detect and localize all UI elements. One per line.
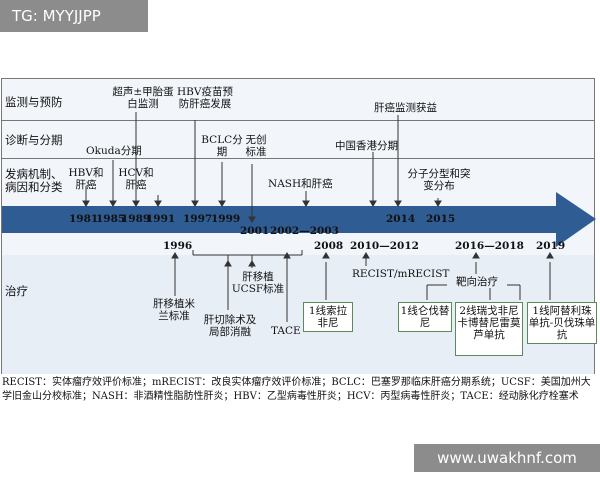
year-1996: 1996 <box>163 240 193 252</box>
event-recist: RECIST/mRECIST <box>352 268 450 280</box>
event-milan: 肝移植米兰标准 <box>153 298 195 322</box>
event-ucsf: 肝移植UCSF标准 <box>231 271 285 295</box>
year-1997: 1997 <box>183 213 213 225</box>
year-2002-2003: 2002—2003 <box>270 225 339 237</box>
event-targeted: 靶向治疗 <box>447 276 507 288</box>
year-1985: 1985 <box>96 213 126 225</box>
event-hcv-hcc: HCV和肝癌 <box>118 167 154 191</box>
event-surveillance-benefit: 肝癌监测获益 <box>374 102 437 114</box>
divider-2 <box>2 158 594 159</box>
timeline-arrow <box>2 192 596 247</box>
year-2010-2012: 2010—2012 <box>350 240 419 252</box>
event-resection-ablation: 肝切除术及局部消融 <box>203 314 257 338</box>
event-nash-hcc: NASH和肝癌 <box>268 178 333 190</box>
drug-atezo-bev: 1线阿替利珠单抗-贝伐珠单抗 <box>527 302 597 344</box>
event-hongkong: 中国香港分期 <box>335 140 398 152</box>
event-noninvasive: 无创标准 <box>245 134 267 158</box>
year-1999: 1999 <box>211 213 241 225</box>
year-1991: 1991 <box>146 213 176 225</box>
watermark-bottom: www.uwakhnf.com <box>414 444 600 472</box>
drug-second-line: 2线瑞戈非尼卡博替尼雷莫芦单抗 <box>455 302 523 356</box>
event-hbv-hcc: HBV和肝癌 <box>68 167 104 191</box>
watermark-top: TG: MYYJJPP <box>0 0 148 32</box>
year-2015: 2015 <box>426 213 456 225</box>
event-ultrasound-afp: 超声±甲胎蛋白监测 <box>112 86 174 110</box>
divider-1 <box>2 120 594 121</box>
category-treatment: 治疗 <box>5 284 28 298</box>
drug-lenvatinib: 1线仑伐替尼 <box>398 302 452 332</box>
year-1989: 1989 <box>121 213 151 225</box>
footnote: RECIST：实体瘤疗效评价标准；mRECIST：改良实体瘤疗效评价标准；BCL… <box>2 377 591 402</box>
event-tace: TACE <box>271 325 301 337</box>
year-2008: 2008 <box>314 240 344 252</box>
category-diagnosis: 诊断与分期 <box>5 133 63 147</box>
year-2001: 2001 <box>240 225 270 237</box>
year-2016-2018: 2016—2018 <box>455 240 524 252</box>
category-mechanism: 发病机制、病因和分类 <box>5 167 63 194</box>
year-2014: 2014 <box>386 213 416 225</box>
drug-sorafenib: 1线索拉非尼 <box>303 302 353 332</box>
category-monitor: 监测与预防 <box>5 95 63 109</box>
event-hbv-vaccine: HBV疫苗预防肝癌发展 <box>177 86 233 110</box>
event-bclc: BCLC分期 <box>201 134 243 158</box>
year-2019: 2019 <box>536 240 566 252</box>
event-okuda: Okuda分期 <box>86 145 142 157</box>
year-1981: 1981 <box>69 213 99 225</box>
event-molecular: 分子分型和突变分布 <box>407 168 471 192</box>
